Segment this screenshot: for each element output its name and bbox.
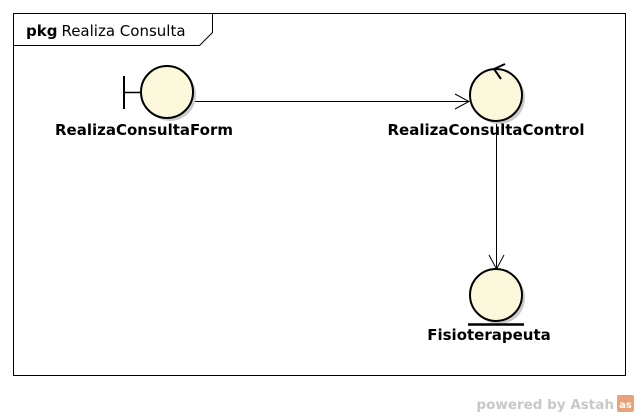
association-form-to-control [194, 93, 471, 110]
watermark-text: powered by Astah [476, 397, 614, 413]
association-control-to-entity [488, 122, 505, 271]
control-icon [469, 63, 525, 124]
frame-keyword: pkg [26, 22, 57, 40]
entity-node[interactable]: Fisioterapeuta [427, 268, 551, 344]
astah-logo-icon: as [617, 395, 634, 412]
control-label: RealizaConsultaControl [387, 121, 584, 139]
arrowhead-icon [454, 93, 471, 110]
frame-name: Realiza Consulta [61, 22, 185, 40]
boundary-icon [123, 65, 196, 121]
control-node[interactable]: RealizaConsultaControl [387, 63, 585, 139]
entity-label: Fisioterapeuta [427, 326, 551, 344]
boundary-node[interactable]: RealizaConsultaForm [55, 65, 233, 139]
entity-icon [468, 268, 525, 326]
boundary-label: RealizaConsultaForm [55, 121, 233, 139]
astah-watermark: powered by Astah as [476, 395, 634, 413]
logo-letters: as [619, 400, 632, 411]
